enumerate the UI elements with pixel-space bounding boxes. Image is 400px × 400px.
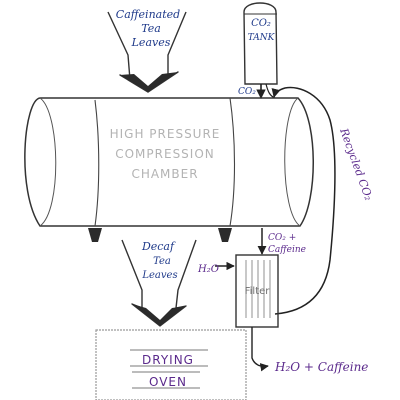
- decaf-funnel-arrow: [121, 239, 197, 327]
- h2o-caffeine-output-line: [251, 327, 269, 372]
- co2-inlet-label: CO₂: [238, 87, 256, 97]
- chamber-label-3: CHAMBER: [131, 167, 198, 181]
- decaf-leaves-line-2: Tea: [153, 256, 171, 267]
- input-leaves-line-1: Caffeinated: [116, 8, 180, 21]
- oven-label-1: DRYING: [142, 353, 194, 367]
- co2-tank-label-2: TANK: [248, 33, 276, 43]
- decaf-leaves-line-1: Decaf: [141, 240, 176, 253]
- input-leaves-line-2: Tea: [141, 22, 161, 35]
- co2-caffeine-label-1: CO₂ +: [268, 233, 296, 243]
- input-funnel-arrow: [107, 11, 187, 93]
- drying-oven: [95, 329, 247, 400]
- chamber-label-1: HIGH PRESSURE: [110, 127, 221, 141]
- h2o-caffeine-output-label: H₂O + Caffeine: [274, 360, 368, 374]
- input-leaves-line-3: Leaves: [131, 36, 171, 49]
- h2o-input-label: H₂O: [197, 264, 219, 275]
- co2-feed-line: [256, 83, 276, 99]
- co2-tank: [243, 2, 278, 85]
- decaf-leaves-line-3: Leaves: [141, 270, 177, 281]
- compression-chamber: [24, 97, 314, 242]
- oven-label-2: OVEN: [149, 375, 187, 389]
- recycled-co2-label: Recycled CO₂: [337, 126, 375, 203]
- filter-unit: [235, 254, 279, 328]
- co2-caffeine-label-2: Caffeine: [268, 245, 306, 255]
- recycled-co2-loop: [271, 86, 336, 315]
- chamber-label-2: COMPRESSION: [115, 147, 215, 161]
- filter-label: Filter: [245, 286, 271, 297]
- co2-tank-label-1: CO₂: [251, 18, 271, 29]
